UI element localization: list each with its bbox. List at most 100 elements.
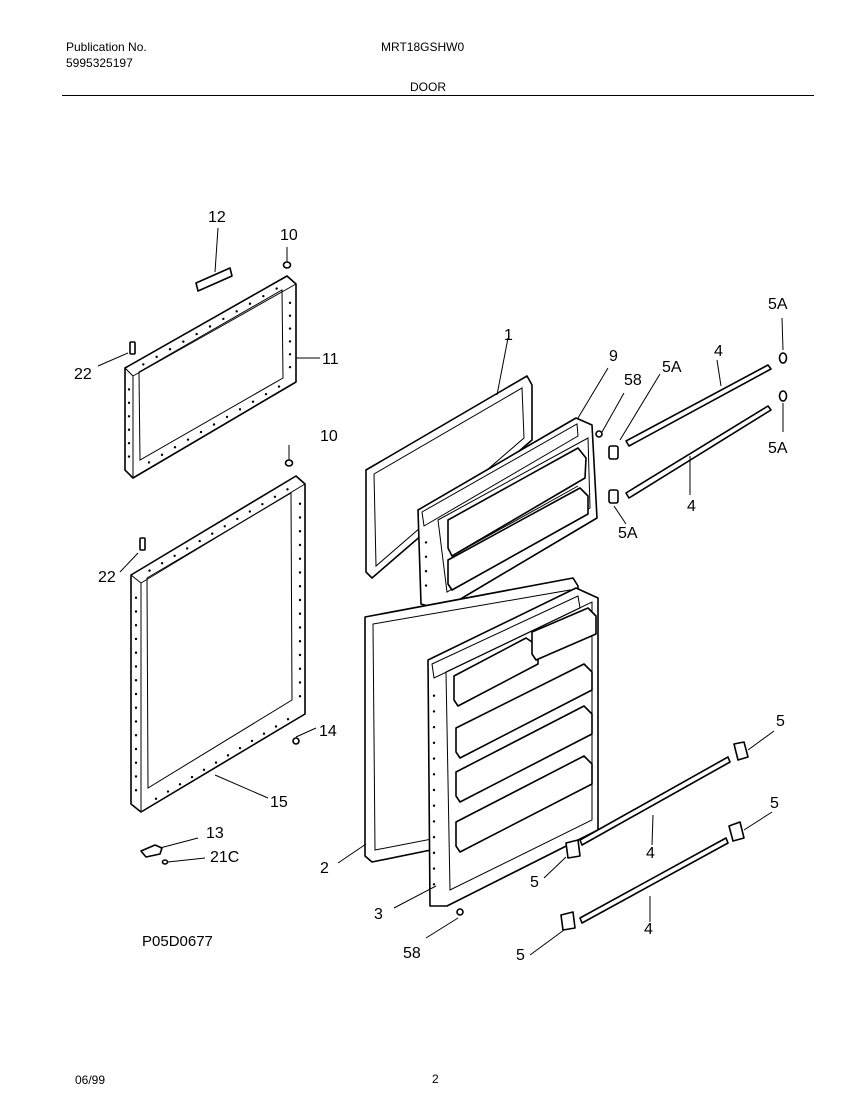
- header-rule: [62, 95, 814, 96]
- part-1-freezer-gasket: [365, 337, 533, 579]
- callout-5-right-1: 5: [776, 713, 785, 730]
- liner-screw-dot: [424, 570, 428, 573]
- callout-10-mid: 10: [320, 428, 338, 445]
- frame-screw-dot: [134, 720, 138, 723]
- frame-screw-dot: [250, 739, 254, 743]
- part-12-label-strip: [195, 227, 233, 292]
- callout-12: 12: [208, 209, 226, 226]
- model-number: MRT18GSHW0: [381, 40, 465, 54]
- frame-screw-dot: [223, 525, 226, 528]
- frame-screw-dot: [214, 761, 218, 764]
- callout-5a-top-left: 5A: [662, 359, 682, 376]
- frame-screw-dot: [127, 415, 131, 418]
- frame-screw-dot: [288, 327, 292, 330]
- liner-screw-dot: [432, 804, 436, 807]
- frame-screw-dot: [262, 294, 265, 298]
- frame-screw-dot: [154, 797, 158, 800]
- frame-screw-dot: [134, 734, 138, 737]
- callout-10-top: 10: [280, 227, 298, 244]
- part-11-freezer-frame: [97, 247, 320, 479]
- part-9-freezer-liner: [417, 367, 625, 611]
- callout-58-top: 58: [624, 372, 642, 389]
- frame-screw-dot: [262, 732, 266, 735]
- liner-screw-dot: [432, 883, 436, 886]
- liner-screw-dot: [432, 851, 436, 855]
- frame-screw-dot: [298, 585, 302, 588]
- frame-screw-dot: [275, 287, 278, 290]
- callout-22-mid: 22: [98, 569, 116, 586]
- frame-screw-dot: [168, 348, 172, 351]
- liner-screw-dot: [424, 541, 428, 544]
- frame-screw-dot: [211, 532, 214, 535]
- frame-screw-dot: [298, 626, 302, 629]
- liner-screw-dot: [432, 820, 436, 823]
- frame-screw-dot: [225, 415, 229, 419]
- part-13-hinge-bracket: [140, 837, 206, 865]
- frame-screw-dot: [134, 651, 138, 654]
- frame-screw-dot: [238, 408, 242, 411]
- frame-screw-dot: [298, 598, 302, 602]
- frame-screw-dot: [134, 596, 138, 599]
- callout-1: 1: [504, 327, 513, 344]
- publication-label: Publication No.: [66, 40, 147, 54]
- frame-screw-dot: [222, 317, 225, 321]
- footer-page-number: 2: [432, 1072, 439, 1086]
- frame-screw-dot: [298, 543, 302, 547]
- part-4-lower-rails: [579, 756, 731, 924]
- liner-screw-dot: [432, 835, 436, 839]
- callout-13: 13: [206, 825, 224, 842]
- callout-9: 9: [609, 348, 618, 365]
- frame-screw-dot: [127, 401, 131, 405]
- frame-screw-dot: [298, 695, 302, 698]
- callout-2: 2: [320, 860, 329, 877]
- frame-screw-dot: [173, 446, 177, 449]
- liner-screw-dot: [432, 773, 436, 776]
- liner-screw-dot: [432, 725, 436, 729]
- callout-5a-top-right: 5A: [768, 296, 788, 313]
- frame-screw-dot: [134, 692, 138, 696]
- callout-5-left-1: 5: [530, 874, 539, 891]
- frame-screw-dot: [298, 502, 302, 505]
- callout-4-upper-2: 4: [687, 498, 696, 515]
- frame-screw-dot: [142, 363, 145, 366]
- frame-screw-dot: [248, 510, 252, 513]
- frame-screw-dot: [288, 301, 292, 305]
- frame-screw-dot: [199, 430, 203, 434]
- frame-screw-dot: [134, 624, 138, 627]
- frame-screw-dot: [298, 516, 302, 519]
- frame-screw-dot: [190, 775, 194, 779]
- callout-3: 3: [374, 906, 383, 923]
- frame-screw-dot: [127, 441, 131, 445]
- callout-5a-low-left: 5A: [618, 525, 638, 542]
- part-15-fresh-food-frame: [119, 445, 317, 813]
- callout-15: 15: [270, 794, 288, 811]
- frame-screw-dot: [195, 332, 198, 336]
- frame-screw-dot: [198, 539, 201, 543]
- callout-4-lower-2: 4: [644, 921, 653, 938]
- frame-screw-dot: [127, 388, 131, 391]
- frame-screw-dot: [127, 455, 131, 458]
- frame-screw-dot: [160, 453, 164, 457]
- frame-screw-dot: [298, 612, 302, 615]
- liner-screw-dot: [432, 741, 436, 745]
- footer-date: 06/99: [75, 1073, 106, 1087]
- callout-58-bottom: 58: [403, 945, 421, 962]
- frame-screw-dot: [298, 681, 302, 684]
- frame-screw-dot: [185, 547, 189, 550]
- frame-screw-dot: [277, 385, 281, 388]
- publication-number: 5995325197: [66, 56, 133, 70]
- liner-screw-dot: [432, 694, 436, 697]
- callout-11: 11: [322, 351, 339, 368]
- frame-screw-dot: [134, 637, 138, 641]
- frame-screw-dot: [298, 557, 302, 560]
- frame-screw-dot: [288, 365, 292, 369]
- frame-screw-dot: [166, 790, 170, 793]
- frame-screw-dot: [134, 747, 138, 751]
- frame-screw-dot: [264, 392, 268, 396]
- frame-screw-dot: [134, 706, 138, 709]
- frame-screw-dot: [186, 438, 190, 441]
- frame-screw-dot: [134, 789, 138, 792]
- frame-screw-dot: [251, 400, 255, 403]
- part-5-clips: [529, 730, 775, 956]
